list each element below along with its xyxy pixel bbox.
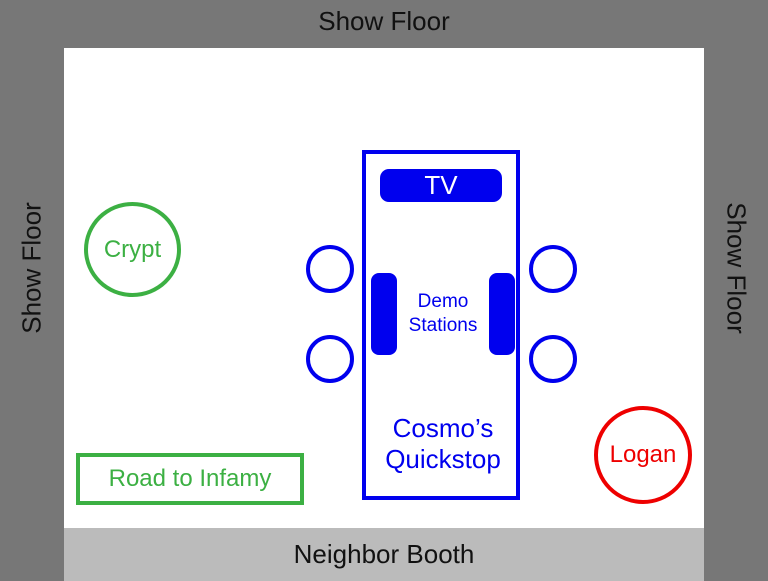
demo-stations-line-1: Demo	[417, 291, 469, 312]
cosmos-quickstop-booth	[362, 150, 520, 500]
seat-left-top	[306, 245, 354, 293]
logan-zone: Logan	[594, 406, 692, 504]
show-floor-right-label: Show Floor	[721, 202, 752, 334]
demo-station-right	[489, 273, 515, 355]
quickstop-label-line-1: Cosmo’s	[392, 413, 494, 443]
neighbor-booth-label: Neighbor Booth	[293, 539, 475, 569]
road-to-infamy-label: Road to Infamy	[108, 465, 272, 492]
demo-stations-line-2: Stations	[408, 315, 478, 336]
show-floor-left-label: Show Floor	[16, 202, 47, 334]
crypt-zone: Crypt	[84, 202, 181, 297]
seat-left-bottom	[306, 335, 354, 383]
logan-label: Logan	[609, 441, 677, 468]
quickstop-label-line-2: Quickstop	[385, 444, 501, 474]
quickstop-label: Cosmo’s Quickstop	[370, 413, 516, 475]
road-to-infamy-zone: Road to Infamy	[76, 453, 304, 505]
seat-right-top	[529, 245, 577, 293]
seat-right-bottom	[529, 335, 577, 383]
demo-station-left	[371, 273, 397, 355]
demo-stations-label: Demo Stations	[400, 290, 486, 338]
tv-screen: TV	[380, 169, 502, 202]
neighbor-booth: Neighbor Booth	[64, 528, 704, 581]
crypt-label: Crypt	[103, 235, 162, 263]
show-floor-top-label: Show Floor	[318, 6, 450, 36]
